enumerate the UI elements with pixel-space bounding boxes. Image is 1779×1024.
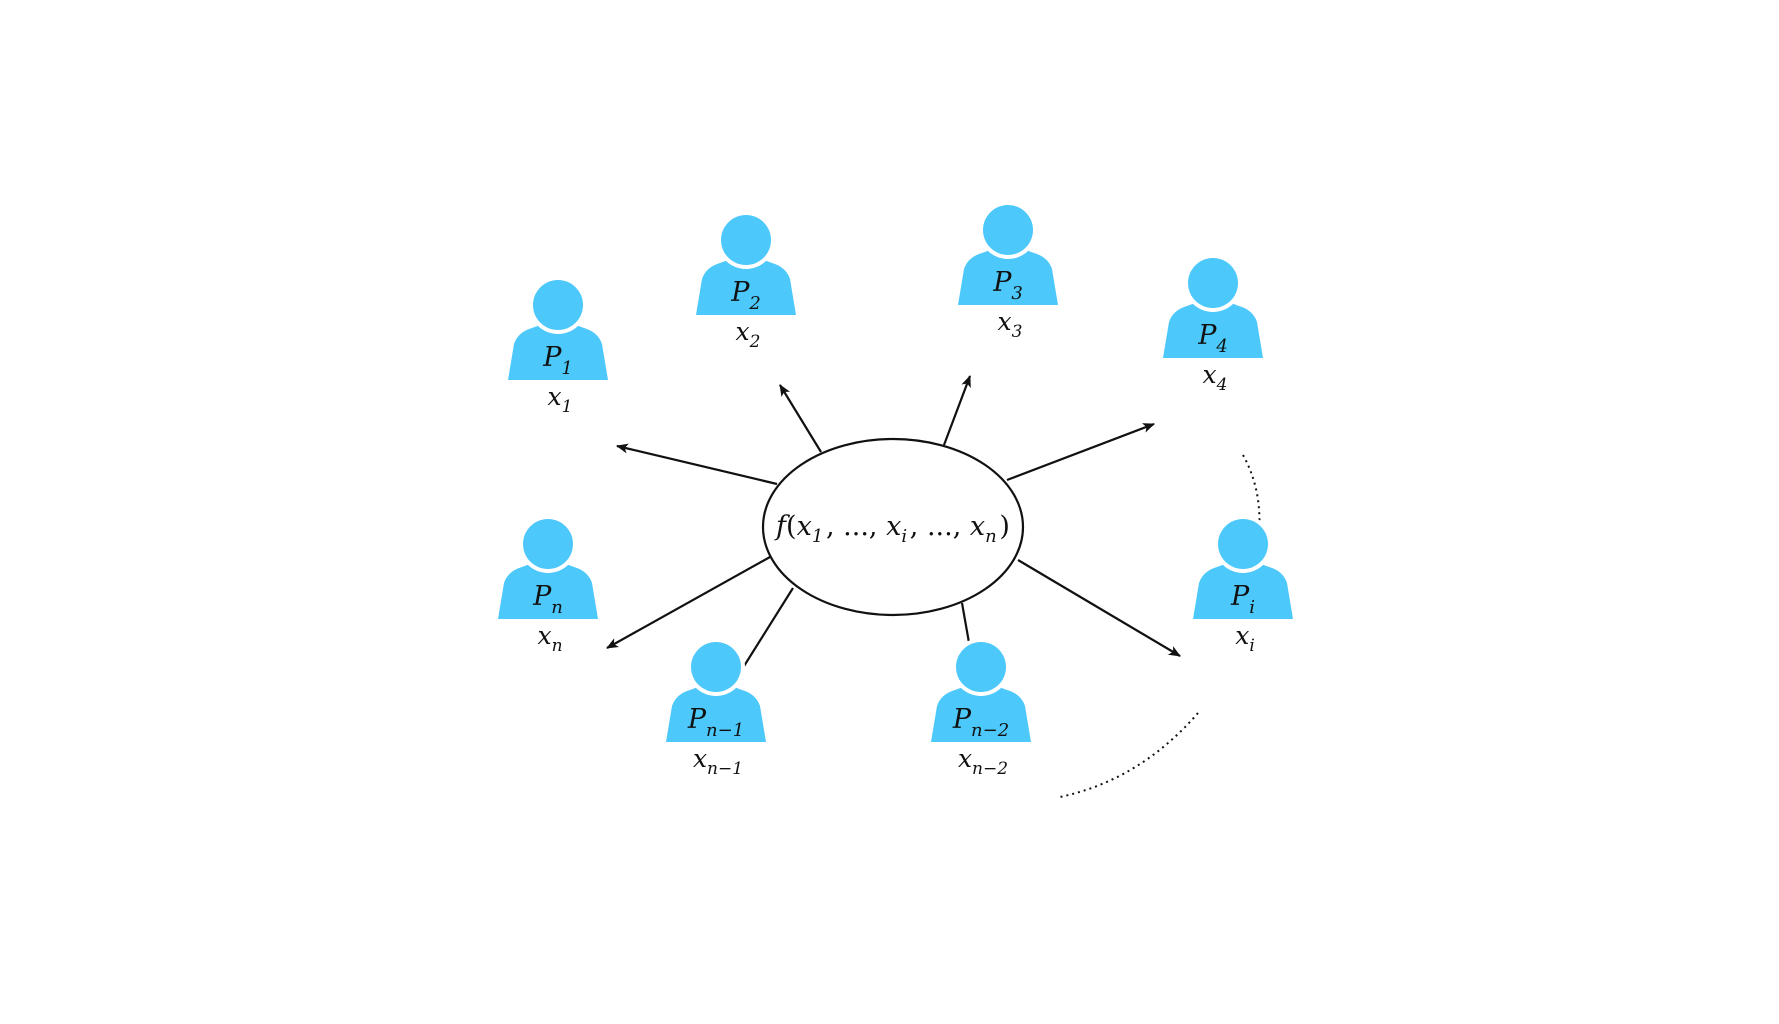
party-pn1: Pn−1xn−1 bbox=[666, 638, 766, 779]
party-label-p3: P3 bbox=[992, 267, 1023, 304]
party-input-pn2: xn−2 bbox=[958, 744, 1008, 779]
arrow-to-pn bbox=[606, 556, 771, 649]
party-input-p2: x2 bbox=[736, 317, 761, 352]
party-label-pn1: Pn−1 bbox=[687, 704, 744, 741]
party-input-pn1: xn−1 bbox=[693, 744, 743, 779]
party-label-p2: P2 bbox=[730, 277, 761, 314]
person-icon bbox=[931, 638, 1031, 742]
person-icon bbox=[1193, 515, 1293, 619]
party-label-p1: P1 bbox=[542, 342, 573, 379]
function-ellipse bbox=[761, 437, 1025, 617]
person-icon bbox=[1163, 254, 1263, 358]
arrow-to-p1 bbox=[616, 443, 778, 486]
party-input-p1: x1 bbox=[548, 382, 573, 417]
person-icon bbox=[498, 515, 598, 619]
person-icon bbox=[958, 201, 1058, 305]
party-label-pi: Pi bbox=[1230, 581, 1255, 618]
party-label-p4: P4 bbox=[1197, 320, 1228, 357]
person-icon bbox=[666, 638, 766, 742]
party-label-pn: Pn bbox=[532, 581, 563, 618]
party-label-pn2: Pn−2 bbox=[952, 704, 1009, 741]
person-icon bbox=[696, 211, 796, 315]
party-input-p4: x4 bbox=[1203, 360, 1228, 395]
arrow-to-p3 bbox=[942, 375, 972, 446]
party-input-pi: xi bbox=[1235, 621, 1255, 656]
function-node: f(x1 , ..., xi , ..., xn ) bbox=[761, 437, 1025, 617]
person-icon bbox=[508, 276, 608, 380]
function-label: f(x1 , ..., xi , ..., xn ) bbox=[774, 511, 1010, 547]
dotted-arc-i-to-n2 bbox=[1059, 712, 1199, 798]
ellipsis-connectors bbox=[1059, 454, 1261, 798]
arrow-to-p4 bbox=[1006, 422, 1155, 482]
party-pn2: Pn−2xn−2 bbox=[931, 638, 1031, 779]
party-input-p3: x3 bbox=[998, 307, 1023, 342]
arrow-to-p2 bbox=[779, 384, 822, 453]
arrow-to-pi bbox=[1017, 559, 1181, 657]
party-input-pn: xn bbox=[537, 621, 562, 656]
